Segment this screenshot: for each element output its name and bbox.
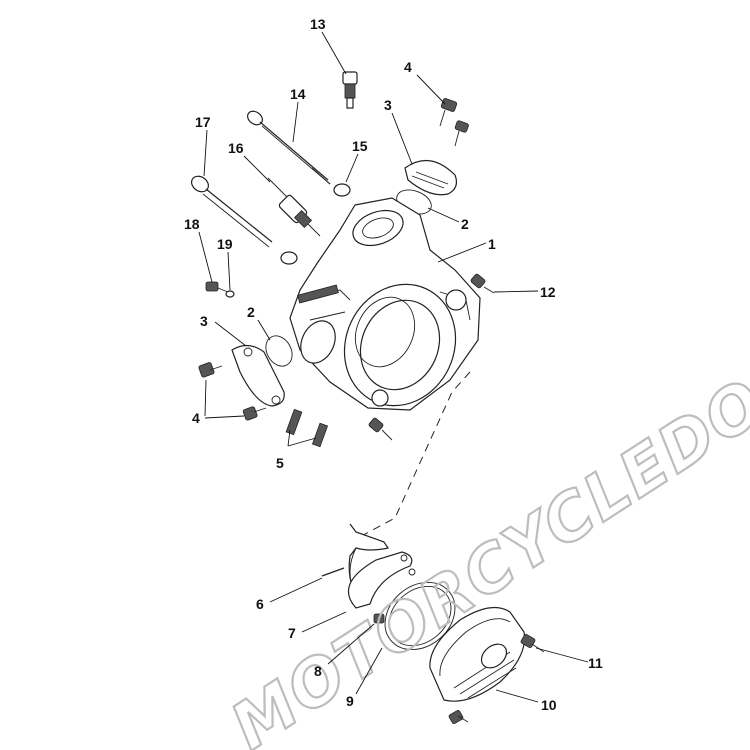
callout-2-top: 2 [461,216,469,232]
callout-3-left: 3 [200,313,208,329]
callout-2-left: 2 [247,304,255,320]
part-13-sensor [342,71,358,109]
part-3-cover-top [404,159,458,196]
callout-4-left: 4 [192,410,200,426]
parts-artwork [191,71,545,724]
callout-6: 6 [256,596,264,612]
part-5-studs [285,408,329,448]
part-17-bolt [191,175,273,248]
leader-lines [198,31,589,703]
callout-16: 16 [228,140,244,156]
callout-11: 11 [588,655,603,671]
callout-10: 10 [541,697,557,713]
part-washer-small [280,251,298,265]
callout-1: 1 [488,236,496,252]
callout-14: 14 [290,86,306,102]
callout-12: 12 [540,284,556,300]
part-4-screws-left [198,362,267,421]
callout-7: 7 [288,625,296,641]
callout-5: 5 [276,455,284,471]
callout-17: 17 [195,114,211,130]
callout-4-top: 4 [404,59,412,75]
part-12-bolt [470,273,495,294]
part-7-clamp [347,551,416,609]
callout-13: 13 [310,16,326,32]
part-4-screws-top [439,98,469,147]
callout-labels: 13 4 14 3 17 16 15 2 1 18 19 12 3 2 4 5 … [184,16,603,713]
part-3-cover-left [231,344,285,407]
part-8-screw [373,613,385,624]
part-14-bolt [246,110,331,185]
callout-18: 18 [184,216,200,232]
part-10-cover [429,606,526,724]
assembly-dashed-line [353,371,471,541]
callout-15: 15 [352,138,368,154]
part-18-19 [205,281,235,298]
part-1-throttle-body [289,197,481,411]
part-16 [267,177,321,237]
part-2-oring-left [265,335,293,367]
part-15-washer [333,183,351,197]
callout-3-top: 3 [384,97,392,113]
callout-9: 9 [346,693,354,709]
callout-8: 8 [314,663,322,679]
part-9-oring-large [384,582,456,650]
part-screw-lower [368,417,393,441]
part-11-screw [520,634,545,653]
callout-19: 19 [217,236,233,252]
